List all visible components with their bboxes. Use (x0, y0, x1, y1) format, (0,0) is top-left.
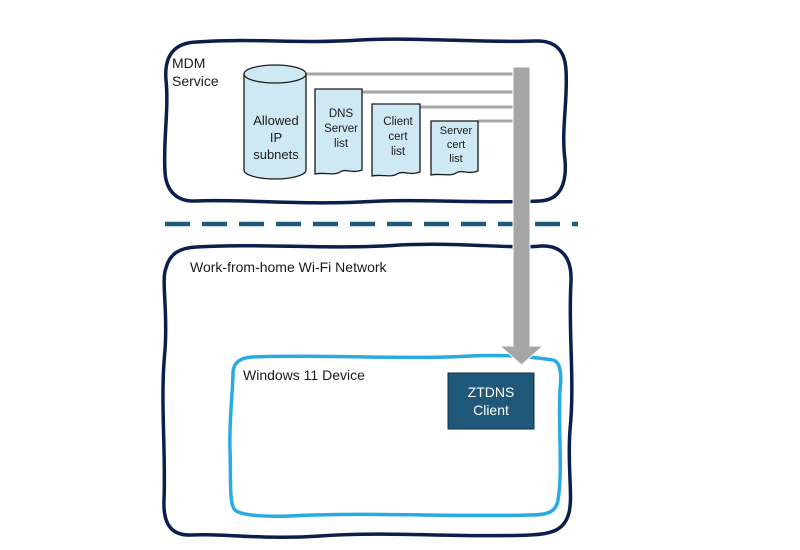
mdm-service-label-line2: Service (172, 73, 219, 89)
server-cert-list-label-line3: list (449, 153, 463, 165)
server-cert-list-label: Server cert list (431, 124, 481, 166)
server-cert-list-label-line2: cert (446, 139, 466, 151)
device-label: Windows 11 Device (243, 367, 365, 383)
allowed-ip-subnets-database-icon (243, 64, 307, 180)
dns-server-list-label-line2: Server (324, 123, 358, 135)
device-container (228, 353, 563, 518)
server-cert-list-label-line1: Server (439, 125, 473, 137)
allowed-ip-subnets-label-line2: IP (269, 130, 283, 145)
mdm-service-label: MDM Service (172, 54, 219, 90)
ztdns-client-label-line1: ZTDNS (467, 384, 515, 400)
network-label: Work-from-home Wi-Fi Network (190, 259, 387, 275)
client-cert-list-label: Client cert list (373, 115, 423, 160)
client-cert-list-label-line2: cert (388, 131, 408, 143)
ztdns-client-label: ZTDNS Client (448, 383, 534, 419)
mdm-service-label-line1: MDM (172, 55, 206, 71)
client-cert-list-label-line3: list (390, 146, 406, 158)
ztdns-client-box (447, 372, 535, 430)
connector-lines (306, 72, 514, 123)
dns-server-list-label-line3: list (333, 138, 349, 150)
client-cert-list-document-icon (371, 103, 421, 177)
mdm-service-container (162, 37, 569, 205)
client-cert-list-label-line1: Client (383, 116, 413, 128)
allowed-ip-subnets-label-line3: subnets (253, 147, 299, 162)
distribution-arrow (498, 66, 545, 366)
ztdns-client-label-line2: Client (473, 402, 509, 418)
allowed-ip-subnets-label: Allowed IP subnets (245, 112, 307, 163)
dns-server-list-document-icon (314, 88, 363, 175)
network-container (161, 242, 574, 539)
allowed-ip-subnets-label-line1: Allowed (253, 113, 299, 128)
dns-server-list-label-line1: DNS (328, 108, 354, 120)
dns-server-list-label: DNS Server list (316, 107, 366, 152)
server-cert-list-document-icon (430, 120, 479, 176)
